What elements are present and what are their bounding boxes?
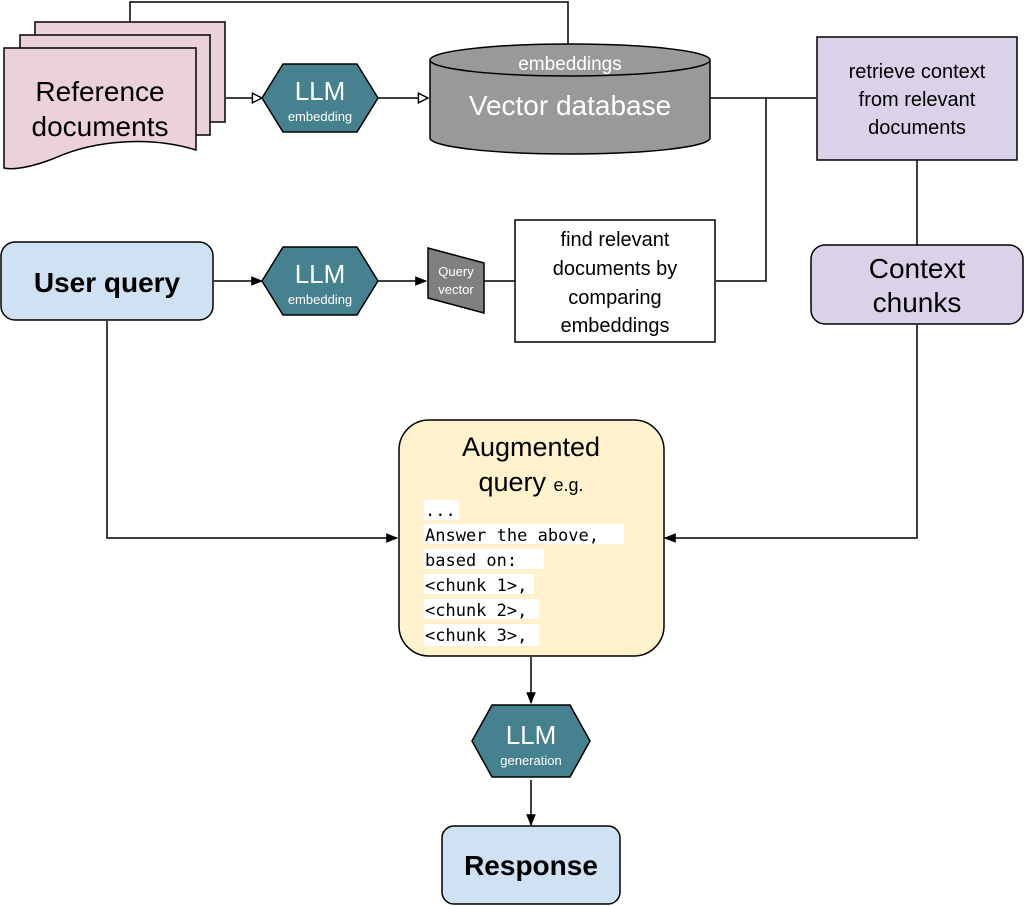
augmented-code-line: <chunk 2>, <box>425 601 527 621</box>
code-highlight <box>424 574 534 594</box>
code-highlight <box>424 624 539 646</box>
augmented-code-line: Answer the above, <box>425 526 599 546</box>
augmented-eg: e.g. <box>554 475 584 495</box>
augmented-code-line: ... <box>425 501 456 521</box>
query-vector-line2: vector <box>438 282 474 297</box>
context-chunks: Context chunks <box>810 244 1024 325</box>
query-vector: Query vector <box>427 247 485 314</box>
llm-title: LLM <box>506 720 557 750</box>
database-label: Vector database <box>469 90 671 121</box>
user-query-label: User query <box>34 267 181 298</box>
code-highlight <box>424 599 539 619</box>
augmented-query: Augmented query e.g. ... Answer the abov… <box>398 419 665 657</box>
context-chunks-line2: chunks <box>873 287 962 318</box>
augmented-code-line: <chunk 3>, <box>425 626 527 646</box>
augmented-title-line1: Augmented <box>462 432 600 462</box>
response-box <box>441 825 621 905</box>
find-relevant-box <box>514 219 716 343</box>
augmented-code-line: based on: <box>425 551 517 571</box>
database-cylinder-top <box>429 43 711 77</box>
user-query-box <box>0 241 214 321</box>
llm-title: LLM <box>295 259 346 289</box>
augmented-query-word: query <box>478 467 546 497</box>
retrieve-context: retrieve context from relevant documents <box>816 36 1018 161</box>
reference-label-line1: Reference <box>35 76 164 107</box>
llm-subtitle: embedding <box>288 109 352 124</box>
llm-subtitle: generation <box>500 753 561 768</box>
llm-title: LLM <box>295 76 346 106</box>
llm-hexagon <box>261 63 379 133</box>
find-relevant-line1: find relevant <box>561 229 670 251</box>
retrieve-line1: retrieve context <box>849 61 986 83</box>
llm-hexagon <box>471 704 591 778</box>
code-highlight <box>424 549 544 569</box>
find-relevant-line2: documents by <box>553 258 678 280</box>
retrieve-box <box>816 36 1018 161</box>
reference-label-line2: documents <box>32 111 169 142</box>
response-label: Response <box>464 850 598 881</box>
database-top-label: embeddings <box>518 54 622 75</box>
connectors <box>106 1 918 827</box>
find-relevant-line3: comparing <box>568 287 661 309</box>
code-highlight <box>424 500 459 520</box>
connector-chunks-to-augmented <box>663 325 918 543</box>
code-highlight <box>424 524 624 544</box>
retrieve-line2: from relevant <box>859 89 976 111</box>
query-vector-line1: Query <box>438 264 474 279</box>
response: Response <box>441 825 621 905</box>
augmented-code-line: <chunk 1>, <box>425 576 527 596</box>
document-page-front <box>3 47 197 170</box>
llm-embedding-top: LLM embedding <box>261 63 379 133</box>
user-query: User query <box>0 241 214 321</box>
find-relevant-line4: embeddings <box>561 315 670 337</box>
connector-userquery-to-augmented <box>106 321 399 543</box>
reference-documents: Reference documents <box>3 21 226 170</box>
llm-embedding-query: LLM embedding <box>261 246 379 316</box>
augmented-title-line2: query e.g. <box>478 467 583 497</box>
find-relevant-documents: find relevant documents by comparing emb… <box>514 219 716 343</box>
vector-database: embeddings Vector database <box>429 43 711 155</box>
database-cylinder-body <box>429 60 711 155</box>
context-chunks-box <box>810 244 1024 325</box>
llm-generation: LLM generation <box>471 704 591 778</box>
retrieve-line3: documents <box>868 117 966 139</box>
connector-reference-to-db-top <box>129 1 569 46</box>
llm-subtitle: embedding <box>288 292 352 307</box>
connector-find-to-retrieve <box>716 98 767 282</box>
query-vector-shape <box>427 247 485 314</box>
context-chunks-line1: Context <box>869 253 966 284</box>
llm-hexagon <box>261 246 379 316</box>
